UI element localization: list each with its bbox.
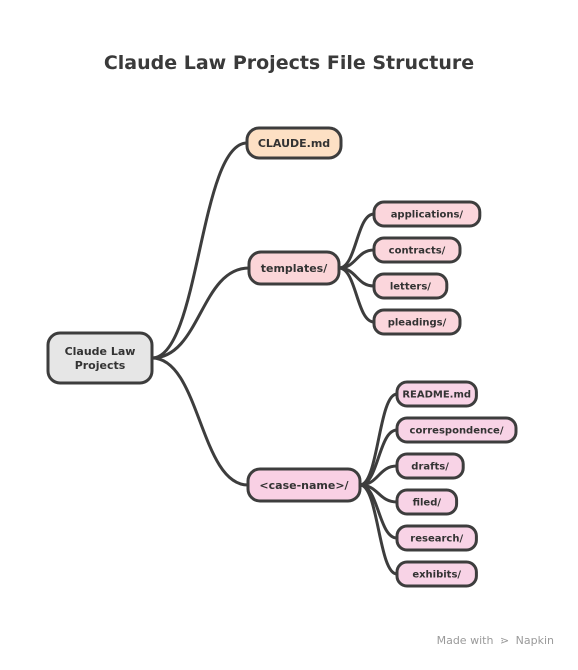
child-node-exhibits[interactable]: exhibits/: [395, 560, 478, 588]
child-node-applications-box: [372, 200, 482, 228]
folder-node-case-name[interactable]: <case-name>/: [246, 467, 362, 503]
watermark: Made with ⋗ Napkin: [437, 634, 554, 647]
child-node-pleadings[interactable]: pleadings/: [372, 308, 462, 336]
folder-node-claude-md[interactable]: CLAUDE.md: [245, 126, 343, 160]
child-node-letters-label: letters/: [390, 282, 431, 293]
child-node-filed[interactable]: filed/: [395, 488, 459, 516]
child-node-contracts[interactable]: contracts/: [372, 236, 462, 264]
root-node-label: Claude Law: [65, 345, 136, 358]
child-node-readme-md-box: [395, 380, 478, 408]
child-node-applications-label: applications/: [391, 210, 464, 221]
child-node-pleadings-box: [372, 308, 462, 336]
napkin-logo-icon: ⋗: [499, 634, 510, 647]
child-node-exhibits-label: exhibits/: [412, 570, 461, 581]
child-node-readme-md-label: README.md: [402, 390, 471, 401]
folder-node-templates-box: [247, 250, 341, 286]
child-node-letters-box: [372, 272, 449, 300]
root-node-box: [46, 331, 154, 385]
child-node-drafts-box: [395, 452, 465, 480]
folder-node-claude-md-label: CLAUDE.md: [258, 137, 330, 150]
folder-node-templates[interactable]: templates/: [247, 250, 341, 286]
child-node-pleadings-label: pleadings/: [388, 318, 447, 329]
child-node-correspondence[interactable]: correspondence/: [395, 416, 518, 444]
child-node-contracts-box: [372, 236, 462, 264]
child-node-filed-box: [395, 488, 459, 516]
child-node-contracts-label: contracts/: [389, 246, 446, 257]
brand-name: Napkin: [515, 634, 554, 647]
child-node-applications[interactable]: applications/: [372, 200, 482, 228]
made-with-text: Made with: [436, 634, 494, 647]
edge-case-name-to-readme-md: [358, 392, 399, 487]
child-node-exhibits-box: [395, 560, 478, 588]
root-node-label: Projects: [75, 359, 126, 372]
child-node-readme-md[interactable]: README.md: [395, 380, 478, 408]
folder-node-case-name-box: [246, 467, 362, 503]
child-node-letters[interactable]: letters/: [372, 272, 449, 300]
diagram-title: Claude Law Projects File Structure: [104, 52, 474, 74]
edge-root-to-templates: [150, 266, 251, 360]
child-node-correspondence-label: correspondence/: [410, 426, 504, 437]
child-node-research[interactable]: research/: [395, 524, 478, 552]
edge-root-to-claude-md: [150, 141, 249, 360]
child-node-drafts-label: drafts/: [411, 462, 449, 473]
child-node-research-box: [395, 524, 478, 552]
folder-node-templates-label: templates/: [261, 262, 329, 275]
edge-case-name-to-exhibits: [358, 483, 399, 576]
connector-lines: [150, 141, 399, 576]
edge-templates-to-pleadings: [337, 266, 376, 324]
child-node-filed-label: filed/: [413, 498, 442, 509]
child-node-research-label: research/: [410, 534, 463, 545]
child-node-drafts[interactable]: drafts/: [395, 452, 465, 480]
folder-node-case-name-label: <case-name>/: [259, 479, 349, 492]
edge-root-to-case-name: [150, 356, 250, 487]
child-node-correspondence-box: [395, 416, 518, 444]
folder-node-claude-md-box: [245, 126, 343, 160]
